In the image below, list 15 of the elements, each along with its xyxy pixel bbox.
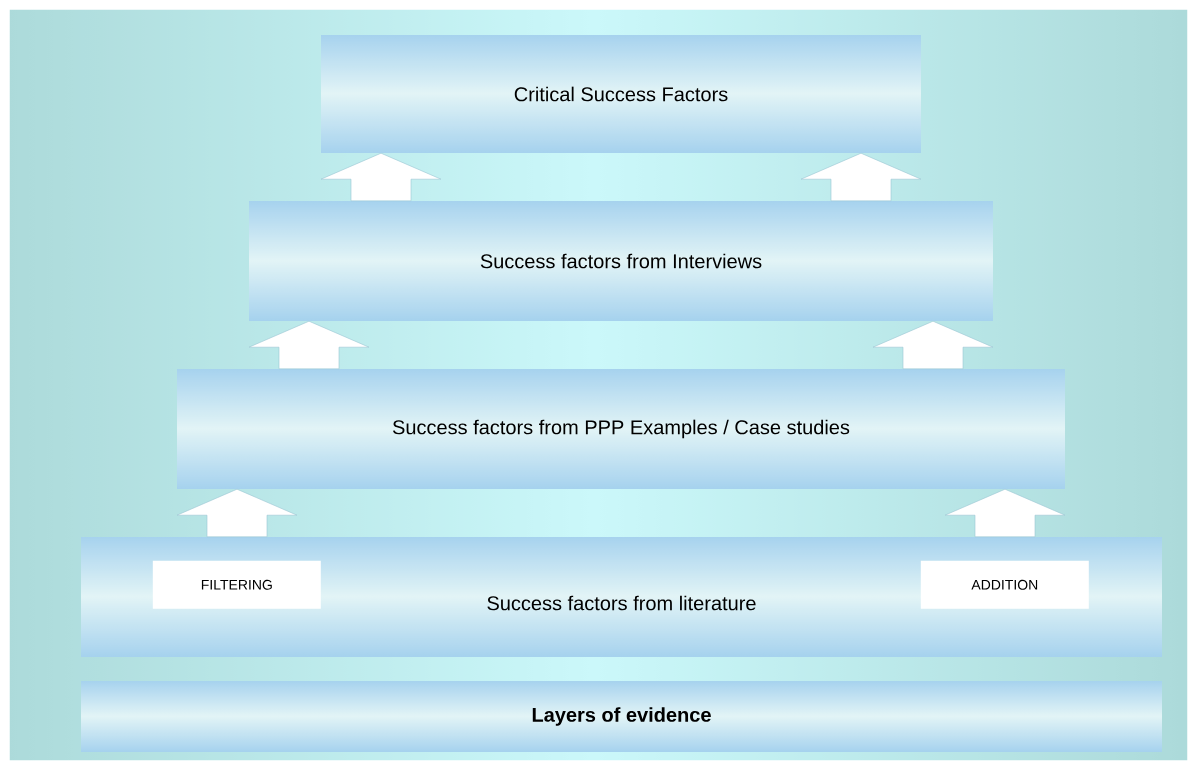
band-label: Success factors from literature xyxy=(487,595,756,611)
band-label: Critical Success Factors xyxy=(514,86,728,102)
tag-label: FILTERING xyxy=(201,579,272,590)
block-arrow xyxy=(800,152,922,202)
tag-box xyxy=(152,560,321,609)
band-label: Layers of evidence xyxy=(532,707,711,726)
tag-box xyxy=(920,560,1089,609)
band-label: Success factors from PPP Examples / Case studies xyxy=(392,419,850,439)
block-arrow xyxy=(872,320,994,370)
tag-label: ADDITION xyxy=(971,579,1038,590)
block-arrow xyxy=(176,488,298,538)
band-label: Success factors from Interviews xyxy=(480,253,762,269)
block-arrow xyxy=(248,320,370,370)
block-arrow xyxy=(320,152,442,202)
block-arrow xyxy=(944,488,1066,538)
